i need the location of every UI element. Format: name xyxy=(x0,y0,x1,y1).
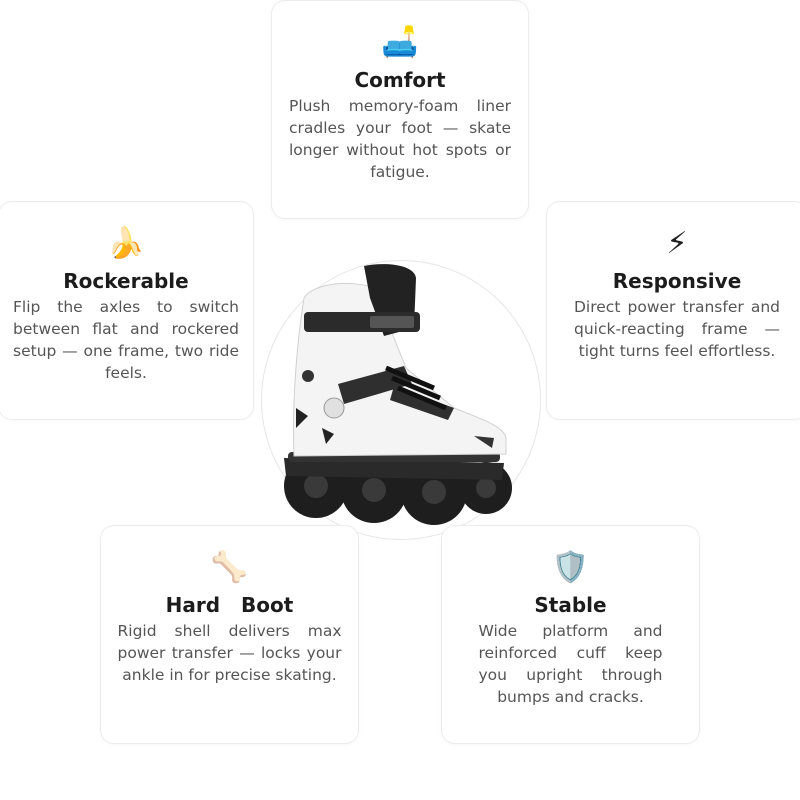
feature-description: Direct power transfer and quick-reacting… xyxy=(574,298,780,360)
feature-description: Wide platform and reinforced cuff keep y… xyxy=(478,622,663,706)
feature-card-comfort: 🛋️ Comfort Plush memory-foam liner cradl… xyxy=(271,0,529,219)
feature-title: Stable xyxy=(534,593,607,617)
lightning-icon: ⚡ xyxy=(666,226,688,261)
feature-title: Comfort xyxy=(354,68,446,92)
feature-card-rockerable: 🍌 Rockerable Flip the axles to switch be… xyxy=(0,201,254,420)
feature-title: Hard Boot xyxy=(165,593,294,617)
shield-icon: 🛡️ xyxy=(551,550,590,585)
banana-icon: 🍌 xyxy=(107,226,145,261)
feature-description: Plush memory-foam liner cradles your foo… xyxy=(289,97,511,181)
feature-card-hard-boot: 🦴 Hard Boot Rigid shell delivers max pow… xyxy=(100,525,359,744)
feature-title: Rockerable xyxy=(63,269,189,293)
bone-icon: 🦴 xyxy=(210,550,249,585)
feature-card-stable: 🛡️ Stable Wide platform and reinforced c… xyxy=(441,525,700,744)
feature-title: Responsive xyxy=(612,269,742,293)
feature-description: Flip the axles to switch between flat an… xyxy=(13,298,239,382)
inline-skate-icon xyxy=(284,264,512,525)
feature-card-responsive: ⚡ Responsive Direct power transfer and q… xyxy=(546,201,800,420)
sofa-icon: 🛋️ xyxy=(381,25,419,60)
feature-description: Rigid shell delivers max power transfer … xyxy=(117,622,342,684)
